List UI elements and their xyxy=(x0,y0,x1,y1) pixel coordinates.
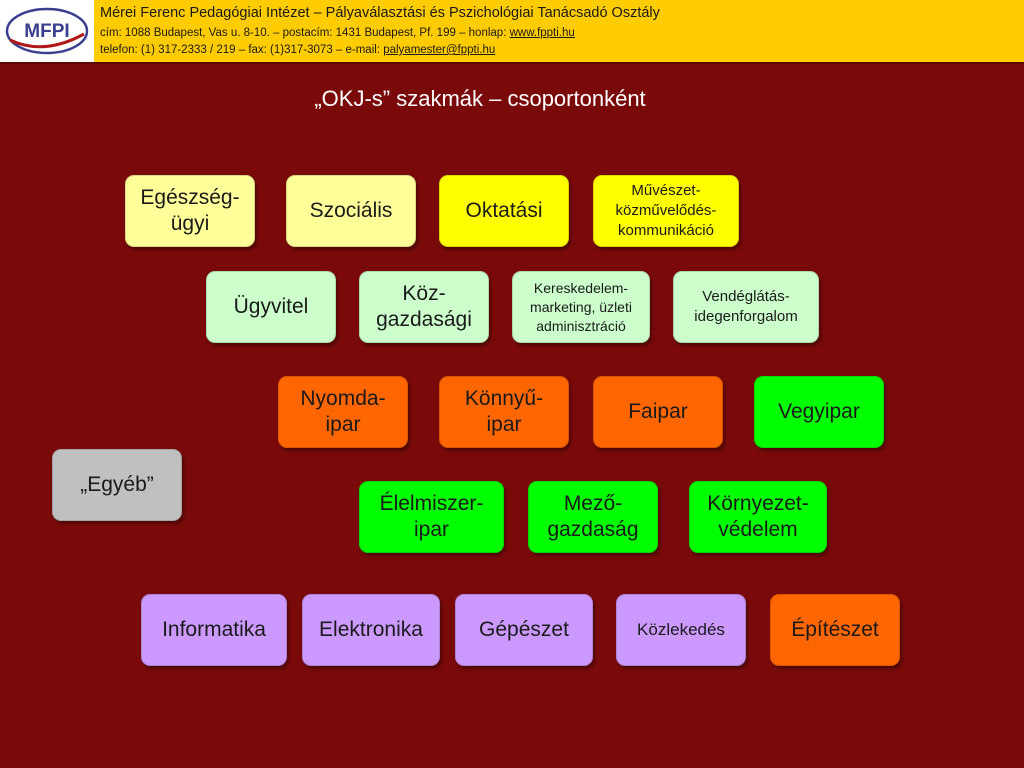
box-szocialis: Szociális xyxy=(286,175,416,247)
box-muveszet: Művészet- közművelődés- kommunikáció xyxy=(593,175,739,247)
logo-text: MFPI xyxy=(24,21,69,42)
box-oktatasi: Oktatási xyxy=(439,175,569,247)
box-elelmiszeripar: Élelmiszer- ipar xyxy=(359,481,504,553)
institute-title: Mérei Ferenc Pedagógiai Intézet – Pályav… xyxy=(100,5,660,21)
box-epiteszet: Építészet xyxy=(770,594,900,666)
box-kornyezetvedelem: Környezet- védelem xyxy=(689,481,827,553)
box-faipar: Faipar xyxy=(593,376,723,448)
header-info: Mérei Ferenc Pedagógiai Intézet – Pályav… xyxy=(94,0,1024,62)
email-link[interactable]: palyamester@fppti.hu xyxy=(383,44,496,56)
box-kozgazdasagi: Köz- gazdasági xyxy=(359,271,489,343)
box-ugyvitel: Ügyvitel xyxy=(206,271,336,343)
box-egyeb: „Egyéb” xyxy=(52,449,182,521)
address-line: cím: 1088 Budapest, Vas u. 8-10. – posta… xyxy=(100,27,575,39)
website-link[interactable]: www.fppti.hu xyxy=(509,27,575,39)
box-elektronika: Elektronika xyxy=(302,594,440,666)
contact-text: telefon: (1) 317-2333 / 219 – fax: (1)31… xyxy=(100,44,384,56)
box-gepeszet: Gépészet xyxy=(455,594,593,666)
box-kereskedelem: Kereskedelem- marketing, üzleti adminisz… xyxy=(512,271,650,343)
address-text: cím: 1088 Budapest, Vas u. 8-10. – posta… xyxy=(100,27,510,39)
box-egeszsegugyi: Egészség- ügyi xyxy=(125,175,255,247)
box-nyomdaipar: Nyomda- ipar xyxy=(278,376,408,448)
contact-line: telefon: (1) 317-2333 / 219 – fax: (1)31… xyxy=(100,44,495,56)
box-informatika: Informatika xyxy=(141,594,287,666)
box-kozlekedes: Közlekedés xyxy=(616,594,746,666)
header: MFPI Mérei Ferenc Pedagógiai Intézet – P… xyxy=(0,0,1024,64)
box-konnyuipar: Könnyű- ipar xyxy=(439,376,569,448)
box-mezogazdasag: Mező- gazdaság xyxy=(528,481,658,553)
slide-title: „OKJ-s” szakmák – csoportonként xyxy=(314,86,646,111)
box-vendeglatas: Vendéglátás- idegenforgalom xyxy=(673,271,819,343)
mfpi-logo: MFPI xyxy=(5,7,89,55)
box-vegyipar: Vegyipar xyxy=(754,376,884,448)
